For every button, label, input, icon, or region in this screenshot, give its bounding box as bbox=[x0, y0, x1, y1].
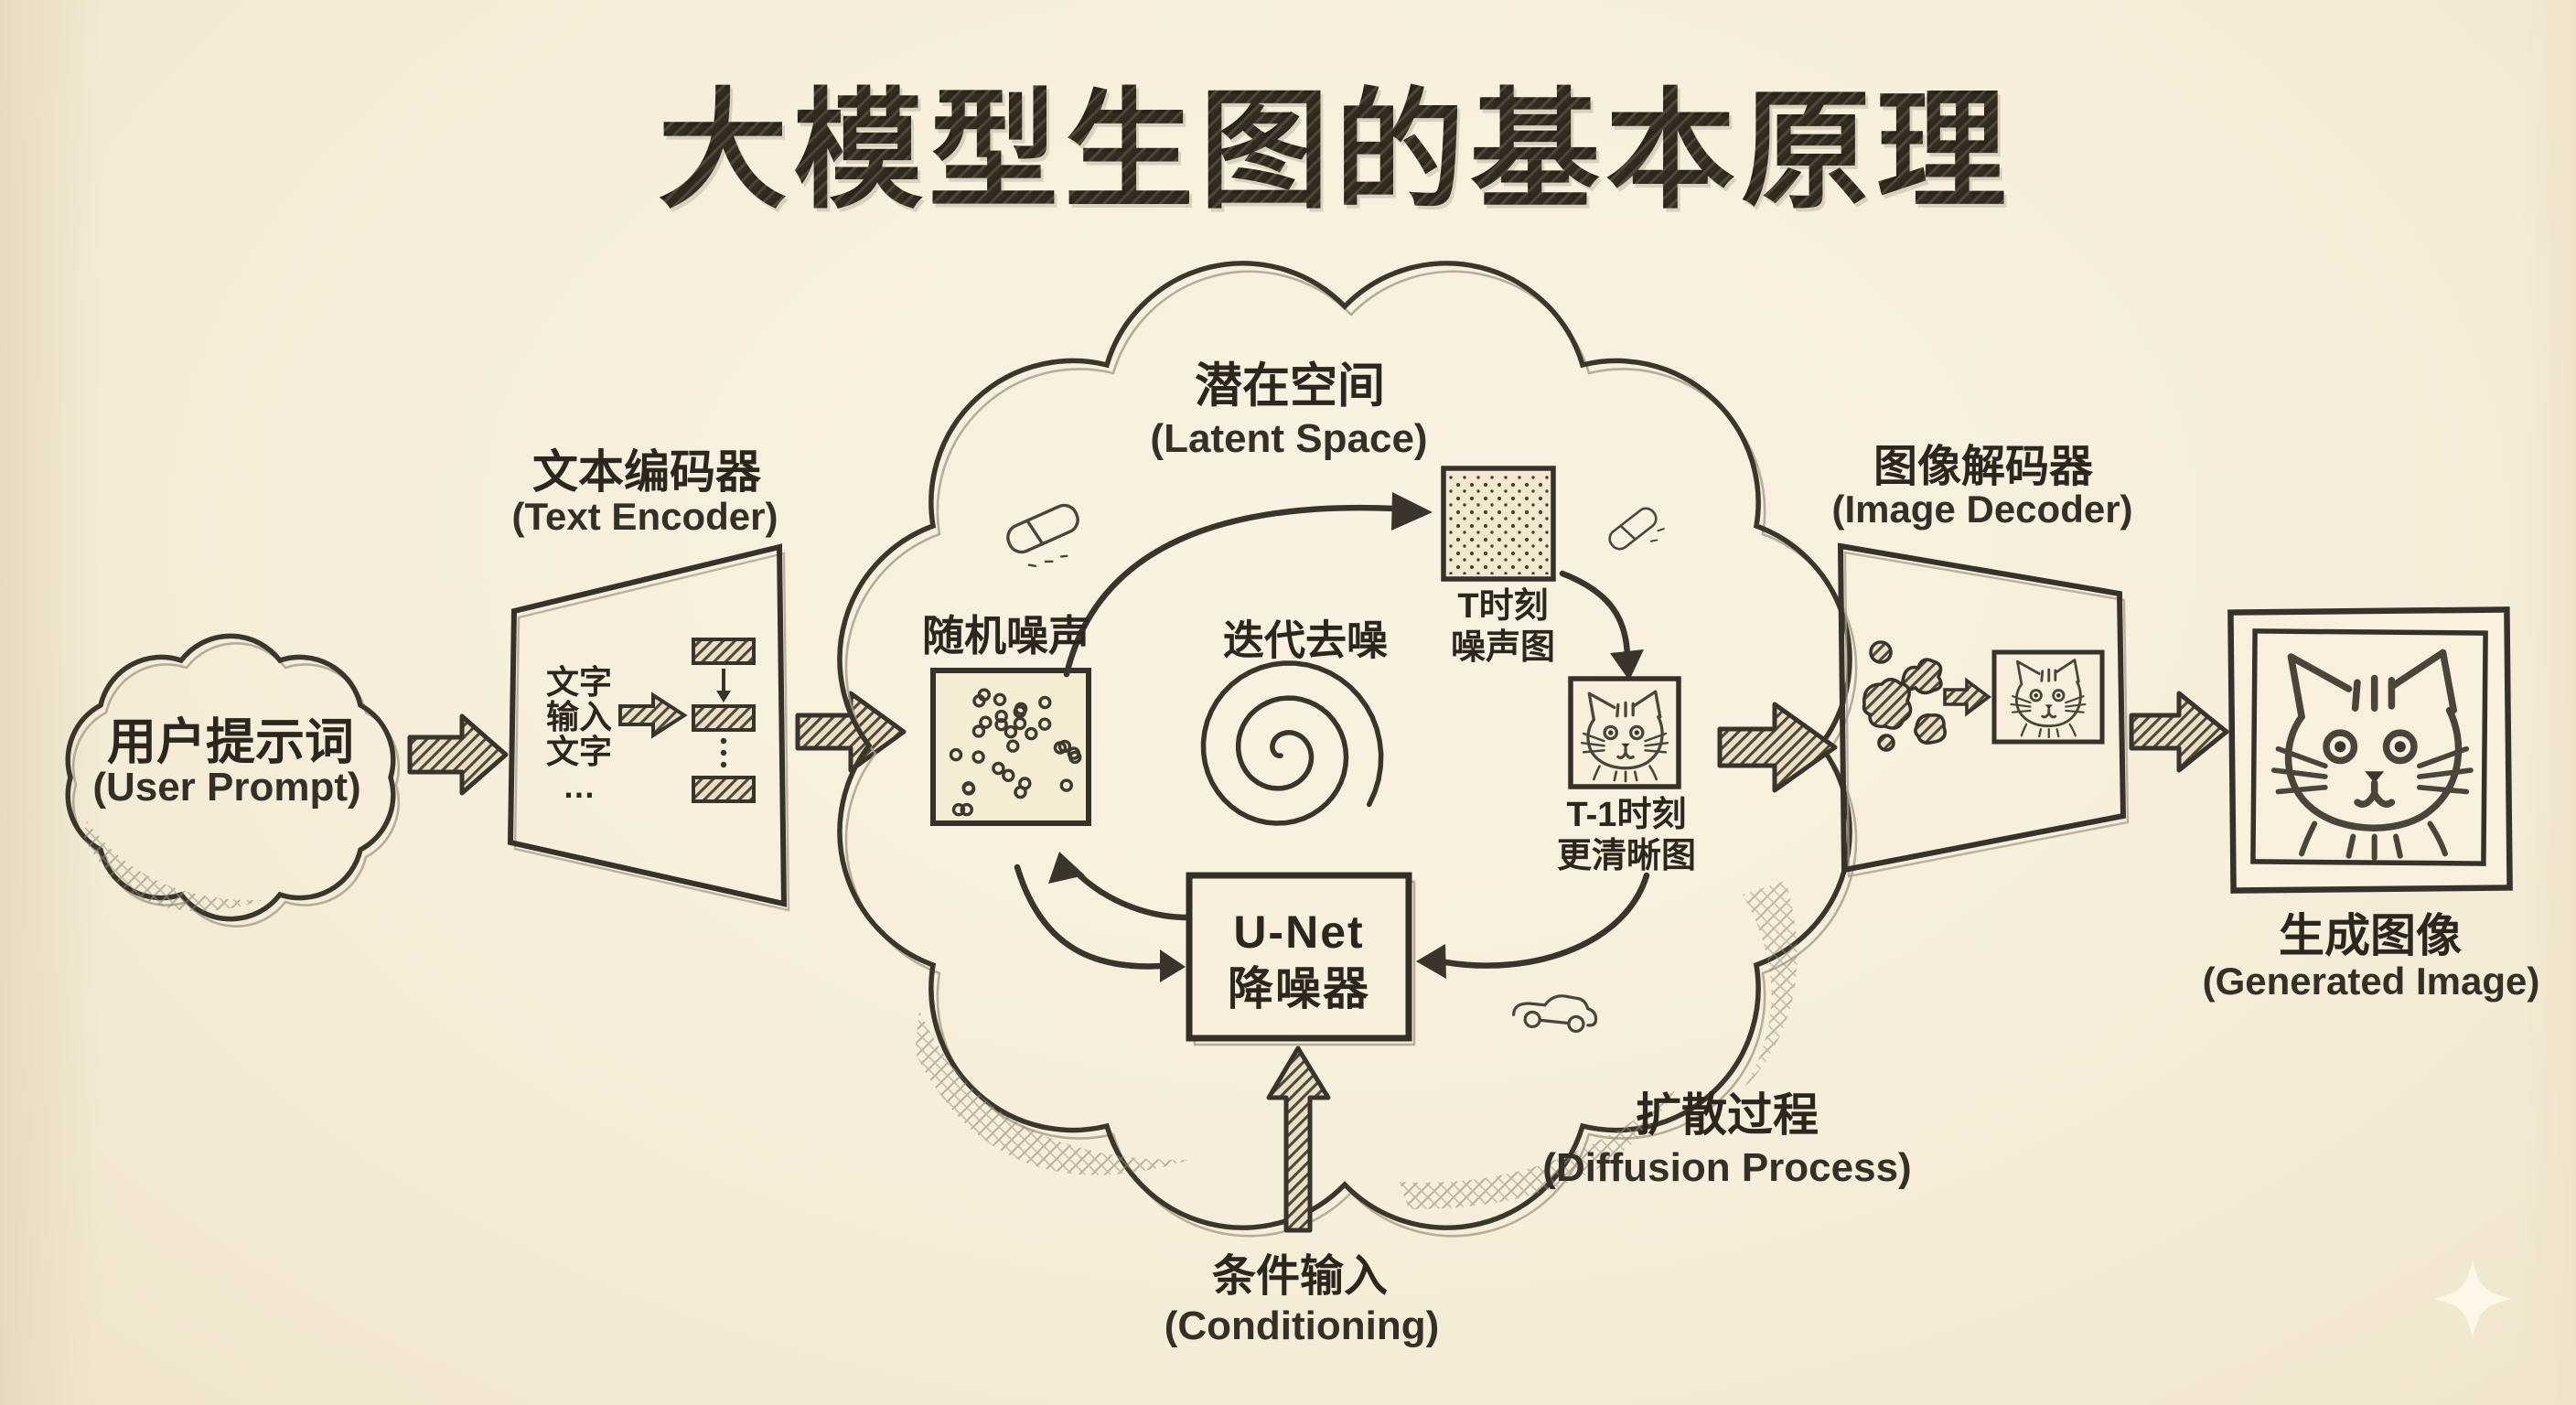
decoded-cat-thumbnail bbox=[1991, 649, 2105, 745]
conditioning-label-en: (Conditioning) bbox=[1164, 1303, 1440, 1348]
generated-image-label-en: (Generated Image) bbox=[2202, 960, 2540, 1003]
image-decoder-shape bbox=[1837, 542, 2130, 878]
noise-t-square bbox=[1441, 466, 1556, 582]
encoder-input-text: 文字 输入 文字 … bbox=[545, 663, 613, 805]
arrow-decoder-to-generated bbox=[2129, 691, 2229, 773]
page-title: 大模型生图的基本原理 bbox=[658, 45, 2012, 233]
latent-space-cloud bbox=[837, 261, 1858, 1238]
decoder-inner-arrow bbox=[1943, 677, 1991, 717]
text-encoder-shape bbox=[507, 543, 790, 912]
user-prompt-cloud bbox=[65, 633, 401, 928]
unet-label: U-Net 降噪器 bbox=[1228, 906, 1370, 1014]
arrow-t-to-t1 bbox=[1559, 570, 1644, 681]
arrow-latent-to-decoder bbox=[1717, 702, 1838, 793]
car-icon bbox=[1512, 994, 1598, 1034]
noise-t-label: T时刻 噪声图 bbox=[1450, 587, 1556, 667]
latent-blobs bbox=[1862, 640, 1948, 752]
clearer-t1-label: T-1时刻 更清晰图 bbox=[1556, 796, 1697, 875]
arrow-user-to-encoder bbox=[407, 713, 509, 796]
arrow-unet-to-noise bbox=[1048, 852, 1209, 921]
diffusion-process-label-en: (Diffusion Process) bbox=[1542, 1145, 1912, 1190]
generated-image-frame bbox=[2227, 606, 2513, 894]
arrow-noise-to-unet bbox=[1014, 863, 1186, 982]
arrow-t1-to-unet bbox=[1416, 872, 1650, 979]
eraser-icon bbox=[1608, 507, 1665, 551]
encoder-inner-arrow bbox=[618, 692, 688, 739]
user-prompt-label-en: (User Prompt) bbox=[92, 765, 361, 810]
generated-image-label-cn: 生成图像 bbox=[2279, 910, 2462, 961]
image-decoder-label-en: (Image Decoder) bbox=[1831, 488, 2133, 531]
random-noise-label: 随机噪声 bbox=[922, 612, 1090, 660]
text-encoder-label-cn: 文本编码器 bbox=[532, 446, 761, 498]
image-decoder-label-cn: 图像解码器 bbox=[1873, 443, 2094, 491]
conditioning-label-cn: 条件输入 bbox=[1211, 1252, 1389, 1301]
iterative-denoising-label: 迭代去噪 bbox=[1222, 617, 1389, 664]
text-encoder-label-en: (Text Encoder) bbox=[511, 495, 778, 538]
cloud-shading bbox=[82, 821, 263, 912]
unet-box bbox=[1186, 872, 1416, 1046]
denoising-spiral bbox=[1200, 660, 1384, 826]
user-prompt-label-cn: 用户提示词 bbox=[107, 714, 354, 770]
latent-space-label-en: (Latent Space) bbox=[1150, 416, 1428, 461]
latent-space-label-cn: 潜在空间 bbox=[1194, 359, 1386, 413]
clearer-t1-square bbox=[1568, 676, 1681, 789]
arrow-conditioning bbox=[1266, 1046, 1331, 1233]
arrow-to-noise-t bbox=[1063, 492, 1433, 678]
embedding-stack bbox=[692, 638, 756, 803]
diffusion-process-label-cn: 扩散过程 bbox=[1636, 1089, 1819, 1141]
sparkle-icon bbox=[2433, 1260, 2512, 1338]
eraser-icon bbox=[1006, 503, 1079, 568]
random-noise-square bbox=[930, 668, 1091, 826]
